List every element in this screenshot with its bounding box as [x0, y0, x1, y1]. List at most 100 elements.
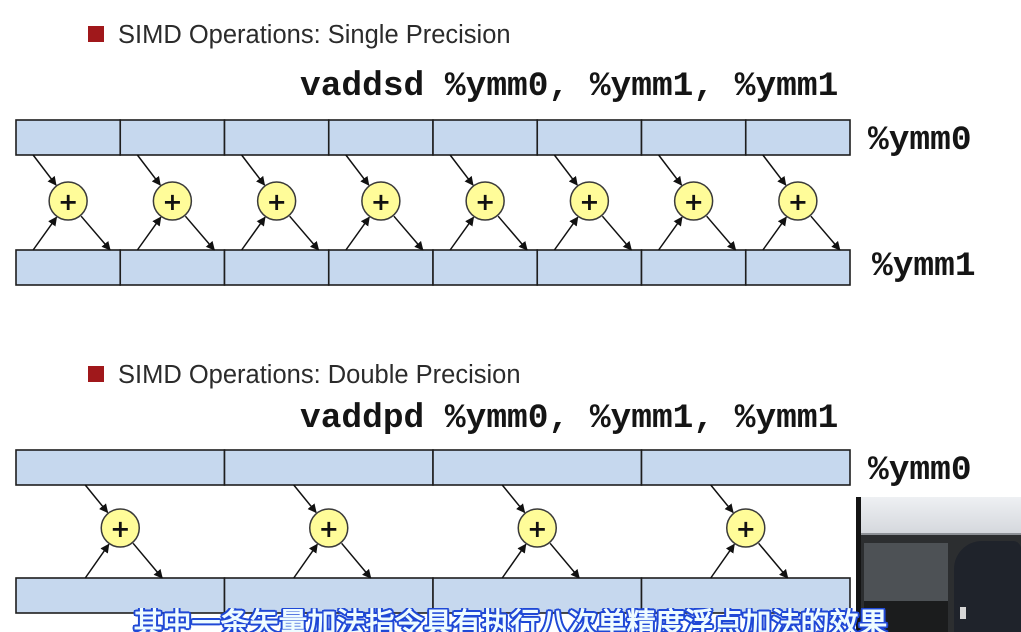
adder-unit: +: [710, 484, 789, 579]
plus-operator-symbol: +: [110, 515, 130, 543]
register-label-destination: %ymm1: [872, 247, 976, 286]
projection-screen: [856, 497, 1021, 535]
adder-circle: [517, 508, 557, 548]
source-operand-arrow: [241, 154, 266, 186]
adder-unit: +: [762, 154, 841, 251]
register-lane-cell: [640, 577, 851, 614]
sum-result-arrow: [184, 215, 215, 251]
source-operand-arrow: [553, 154, 578, 186]
destination-operand-arrow: [32, 216, 58, 251]
section-single-precision: + + + + + + + + SIMD Operations: Single Precisi…: [0, 0, 1021, 300]
register-lane-cell: [327, 249, 434, 286]
destination-operand-arrow: [136, 216, 162, 251]
register-lane-cell: [223, 449, 434, 486]
adder-circle: [309, 508, 349, 548]
source-operand-arrow: [449, 154, 474, 186]
sum-result-arrow: [289, 215, 320, 251]
lecturer-video-inset: [856, 497, 1021, 632]
adder-unit: +: [501, 484, 580, 579]
destination-operand-arrow: [710, 543, 735, 579]
adder-circle: [256, 181, 297, 221]
register-lane-cell: [640, 249, 747, 286]
destination-operand-arrow: [293, 543, 318, 579]
destination-operand-arrow: [658, 216, 683, 251]
register-lane-cell: [536, 249, 643, 286]
source-operand-arrow: [136, 154, 161, 186]
adder-unit: +: [449, 154, 528, 251]
adder-circle: [778, 181, 818, 221]
register-lane-cell: [223, 577, 434, 614]
wall-pillar: [856, 497, 861, 632]
register-lane-cell: [744, 119, 851, 156]
destination-operand-arrow: [553, 216, 579, 251]
source-operand-arrow: [345, 154, 370, 186]
plus-operator-symbol: +: [736, 515, 756, 543]
register-lane-cell: [327, 119, 434, 156]
subtitle-caption: 其中一条矢量加法指令具有执行八次单精度浮点加法的效果: [133, 608, 888, 632]
destination-operand-arrow: [762, 216, 787, 251]
section-double-precision: + + + + SIMD Operations: Double Precision v…: [0, 340, 1021, 632]
adder-circle: [100, 508, 140, 548]
adder-unit: +: [241, 154, 320, 251]
destination-operand-arrow: [241, 216, 266, 251]
plus-operator-symbol: +: [475, 188, 495, 216]
lane-diagram-double-precision: + + + +: [15, 449, 851, 614]
register-label-source: %ymm0: [868, 451, 972, 490]
register-row-source: [15, 449, 851, 486]
plus-operator-symbol: +: [162, 188, 182, 216]
adder-circle: [673, 181, 714, 221]
register-lane-cell: [640, 119, 747, 156]
sum-result-arrow: [132, 542, 163, 579]
source-operand-arrow: [501, 484, 526, 514]
section-title: SIMD Operations: Single Precision: [118, 21, 511, 49]
register-lane-cell: [15, 449, 226, 486]
adder-unit: +: [293, 484, 372, 579]
register-row-destination: [15, 249, 851, 286]
sum-result-arrow: [549, 542, 580, 579]
plus-operator-symbol: +: [267, 188, 287, 216]
register-lane-cell: [15, 119, 122, 156]
plus-operator-symbol: +: [319, 515, 339, 543]
sum-result-arrow: [810, 215, 841, 251]
sum-result-arrow: [341, 542, 372, 579]
register-lane-cell: [432, 577, 643, 614]
register-lane-cell: [432, 449, 643, 486]
sum-result-arrow: [497, 215, 528, 251]
register-lane-cell: [744, 249, 851, 286]
source-operand-arrow: [658, 154, 683, 186]
subtitle-caption-bar: 其中一条矢量加法指令具有执行八次单精度浮点加法的效果: [0, 608, 1021, 632]
plus-operator-symbol: +: [579, 188, 599, 216]
register-lane-cell: [15, 249, 122, 286]
plus-operator-symbol: +: [527, 515, 547, 543]
register-lane-cell: [15, 577, 226, 614]
register-lane-cell: [119, 249, 226, 286]
destination-operand-arrow: [501, 543, 527, 579]
adder-unit: +: [553, 154, 632, 251]
destination-operand-arrow: [345, 216, 370, 251]
register-lane-cell: [119, 119, 226, 156]
register-lane-cell: [432, 249, 539, 286]
destination-operand-arrow: [449, 216, 475, 251]
plus-operator-symbol: +: [371, 188, 391, 216]
source-operand-arrow: [762, 154, 787, 186]
instruction-code: vaddsd %ymm0, %ymm1, %ymm1: [300, 67, 839, 106]
adder-unit: +: [32, 154, 111, 251]
adder-circle: [48, 181, 88, 221]
instruction-code: vaddpd %ymm0, %ymm1, %ymm1: [300, 399, 839, 438]
section-title: SIMD Operations: Double Precision: [118, 361, 521, 389]
register-lane-cell: [640, 449, 851, 486]
adder-circle: [465, 181, 505, 221]
adder-unit: +: [658, 154, 737, 251]
sum-result-arrow: [393, 215, 424, 251]
adder-circle: [726, 508, 766, 548]
register-row-source: [15, 119, 851, 156]
lapel-tag: [960, 607, 966, 619]
plus-operator-symbol: +: [684, 188, 704, 216]
source-operand-arrow: [293, 484, 317, 514]
source-operand-arrow: [32, 154, 57, 186]
register-row-destination: [15, 577, 851, 614]
register-lane-cell: [223, 249, 330, 286]
adder-unit: +: [84, 484, 163, 579]
register-lane-cell: [536, 119, 643, 156]
